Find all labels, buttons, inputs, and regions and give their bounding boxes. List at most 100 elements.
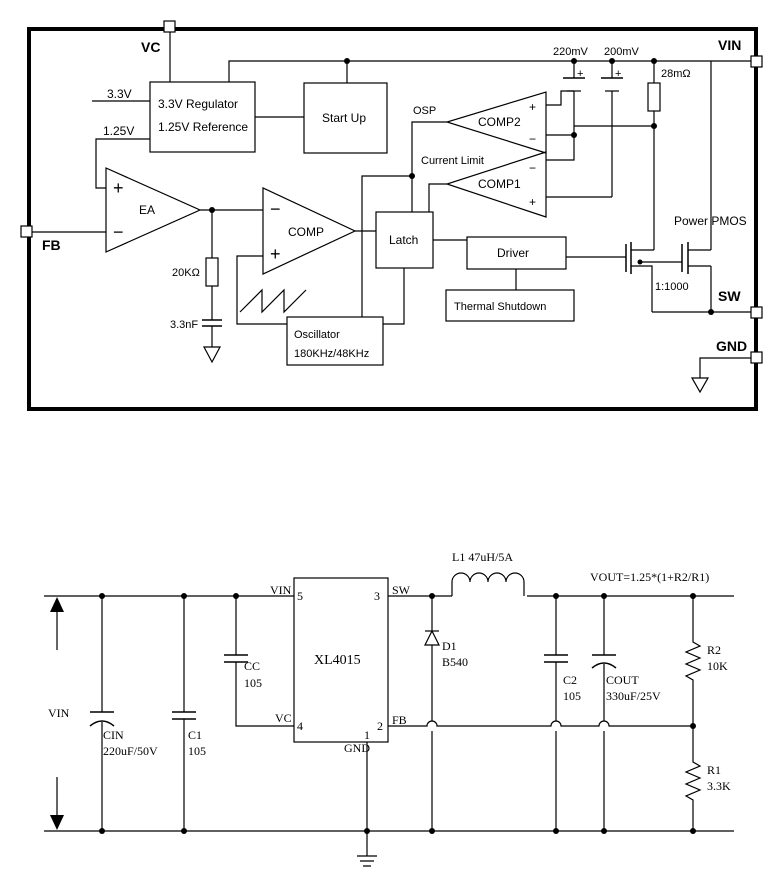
junction-dot	[344, 58, 350, 64]
d1-value: B540	[442, 655, 468, 669]
junction-dot	[601, 593, 607, 599]
chip-pin-sw: SW	[392, 583, 411, 597]
gnd-pin-label: GND	[716, 338, 747, 354]
svg-text:EA: EA	[139, 203, 155, 217]
chip-pin1: 1	[364, 728, 370, 742]
latch-feed-wire	[361, 175, 412, 317]
junction-dot	[553, 593, 559, 599]
vin-arrow-down-head	[50, 815, 64, 830]
r2-value: 10K	[707, 659, 728, 673]
osc-to-latch	[383, 268, 405, 325]
sw-pin-label: SW	[718, 288, 741, 304]
xl4015-chip	[293, 577, 389, 743]
chip-pin-vin: VIN	[270, 583, 292, 597]
ref-3v3-label: 3.3V	[107, 87, 132, 101]
v220-label: 220mV	[553, 46, 589, 58]
cin-name: CIN	[103, 728, 124, 742]
vout-label: VOUT=1.25*(1+R2/R1)	[590, 570, 709, 584]
d1-diode	[424, 596, 440, 831]
svg-text:−: −	[113, 222, 124, 242]
cout-value: 330uF/25V	[606, 689, 661, 703]
comp1-minus-feed	[546, 135, 575, 161]
cin-value: 220uF/50V	[103, 744, 158, 758]
junction-dot	[409, 173, 415, 179]
vin-label: VIN	[48, 706, 70, 720]
chip-name: XL4015	[314, 653, 361, 668]
svg-text:−: −	[270, 199, 281, 219]
sense-mosfet	[625, 242, 654, 312]
svg-text:+: +	[270, 244, 281, 264]
comp1-block: COMP1 − +	[445, 151, 547, 218]
ground-symbol	[357, 855, 377, 867]
osp-label: OSP	[413, 105, 436, 117]
cout-capacitor	[591, 596, 617, 831]
chip-pin2: 2	[377, 719, 383, 733]
fb-pin-square	[20, 225, 33, 238]
r2-name: R2	[707, 643, 721, 657]
ground-symbol	[690, 377, 710, 394]
cin-capacitor	[89, 596, 115, 831]
svg-text:COMP1: COMP1	[478, 177, 521, 191]
thermal-label: Thermal Shutdown	[454, 301, 546, 313]
gnd-wire	[699, 357, 751, 378]
junction-dot	[637, 259, 643, 265]
r1-resistor	[684, 726, 702, 831]
ea-block: EA + −	[105, 167, 202, 253]
sense-res-label: 28mΩ	[661, 68, 691, 80]
c1-name: C1	[188, 728, 202, 742]
fb-pin-label: FB	[42, 237, 61, 253]
ic-boundary	[27, 27, 758, 411]
chip-pin-vc: VC	[275, 711, 292, 725]
c3n3-label: 3.3nF	[170, 319, 198, 331]
sense-resistor	[647, 82, 661, 112]
fb-feedback-wire	[388, 720, 693, 727]
block-diagram: VC VIN FB SW GND 3.3V Regulator 1.25V Re…	[20, 20, 763, 411]
chip-pin4: 4	[297, 719, 303, 733]
ratio-label: 1:1000	[655, 281, 689, 293]
current-limit-label: Current Limit	[421, 155, 484, 167]
v200-label: 200mV	[604, 46, 640, 58]
c1-value: 105	[188, 744, 206, 758]
d1-name: D1	[442, 639, 457, 653]
svg-text:+: +	[113, 178, 124, 198]
thermal-block	[445, 289, 575, 322]
power-pmos	[681, 242, 711, 274]
regulator-label-2: 1.25V Reference	[158, 120, 248, 134]
vin-pin-square	[750, 55, 763, 68]
pmos-label: Power PMOS	[674, 214, 747, 228]
comp2-block: COMP2 + −	[444, 91, 547, 154]
oscillator-block	[286, 316, 384, 366]
c1-capacitor	[172, 596, 196, 831]
vin-pin-label: VIN	[718, 37, 741, 53]
current-limit-wire	[428, 183, 447, 212]
r20k-label: 20KΩ	[172, 267, 200, 279]
r1-name: R1	[707, 763, 721, 777]
chip-pin-fb: FB	[392, 713, 407, 727]
regulator-label-1: 3.3V Regulator	[158, 97, 238, 111]
latch-label: Latch	[389, 233, 418, 247]
chip-pin5: 5	[297, 589, 303, 603]
chip-pin-gnd: GND	[344, 741, 370, 755]
ref-1v25-label: 1.25V	[103, 124, 134, 138]
inductor-label: L1 47uH/5A	[452, 550, 513, 564]
ramp-wire	[236, 255, 287, 325]
ground-symbol	[203, 346, 221, 364]
c2-name: C2	[563, 673, 577, 687]
svg-text:+: +	[615, 68, 621, 80]
r2-resistor	[684, 596, 702, 726]
sw-pin-square	[750, 306, 763, 319]
c2-capacitor	[544, 596, 568, 831]
driver-label: Driver	[497, 246, 529, 260]
comp-block: COMP − +	[262, 187, 357, 275]
svg-text:+: +	[529, 100, 536, 114]
c2-value: 105	[563, 689, 581, 703]
svg-text:−: −	[529, 161, 536, 175]
junction-dot	[99, 593, 105, 599]
vc-pin-label: VC	[141, 39, 160, 55]
junction-dot	[233, 593, 239, 599]
junction-dot	[690, 593, 696, 599]
osp-wire	[411, 121, 447, 212]
svg-text:+: +	[577, 68, 583, 80]
r1-value: 3.3K	[707, 779, 731, 793]
